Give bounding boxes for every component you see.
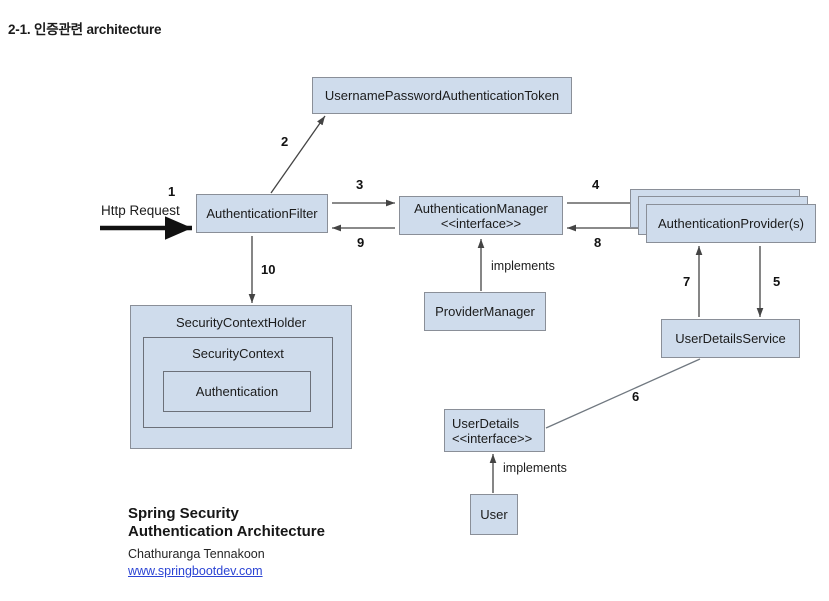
diagram-caption: Spring Security Authentication Architect… <box>128 505 325 580</box>
node-label: SecurityContext <box>192 346 284 361</box>
edge-label-10: 10 <box>261 262 276 277</box>
edge-label-5: 5 <box>773 274 781 289</box>
caption-title-line1: Spring Security <box>128 505 239 522</box>
node-authentication[interactable]: Authentication <box>163 371 311 412</box>
implements-label-provider-manager: implements <box>491 259 555 273</box>
node-user-details[interactable]: UserDetails <<interface>> <box>444 409 545 452</box>
node-label: UserDetails <box>452 415 520 431</box>
edge-label-1: 1 <box>168 184 176 199</box>
node-provider-manager[interactable]: ProviderManager <box>424 292 546 331</box>
implements-label-user: implements <box>503 461 567 475</box>
http-request-label: Http Request <box>101 203 180 218</box>
edge-label-8: 8 <box>594 235 602 250</box>
node-label: SecurityContextHolder <box>175 315 307 330</box>
caption-title-line2: Authentication Architecture <box>128 522 325 540</box>
node-label: AuthenticationProvider(s) <box>658 216 804 231</box>
node-label: UsernamePasswordAuthenticationToken <box>324 88 560 103</box>
edge-label-6: 6 <box>632 389 640 404</box>
node-label: AuthenticationFilter <box>206 206 318 221</box>
edge-label-2: 2 <box>281 134 289 149</box>
node-label: ProviderManager <box>435 304 535 319</box>
node-user[interactable]: User <box>470 494 518 535</box>
node-authentication-providers[interactable]: AuthenticationProvider(s) <box>646 204 816 243</box>
node-authentication-manager[interactable]: AuthenticationManager <<interface>> <box>399 196 563 235</box>
caption-author: Chathuranga Tennakoon <box>128 547 265 561</box>
node-label: UserDetailsService <box>675 331 786 346</box>
node-username-password-authentication-token[interactable]: UsernamePasswordAuthenticationToken <box>312 77 572 114</box>
node-stereotype: <<interface>> <box>440 215 522 231</box>
edge-label-9: 9 <box>357 235 365 250</box>
edge-label-4: 4 <box>592 177 600 192</box>
edge-label-7: 7 <box>683 274 691 289</box>
node-user-details-service[interactable]: UserDetailsService <box>661 319 800 358</box>
edge-2-filter-to-token <box>270 115 326 194</box>
page-title: 2-1. 인증관련 architecture <box>8 22 162 37</box>
edge-6-user-details-to-service <box>545 358 701 429</box>
node-label: AuthenticationManager <box>414 200 548 216</box>
node-stereotype: <<interface>> <box>452 430 533 446</box>
node-authentication-filter[interactable]: AuthenticationFilter <box>196 194 328 233</box>
edge-label-3: 3 <box>356 177 364 192</box>
node-label: User <box>480 507 508 522</box>
node-label: Authentication <box>195 384 279 399</box>
caption-website-link[interactable]: www.springbootdev.com <box>128 564 263 578</box>
